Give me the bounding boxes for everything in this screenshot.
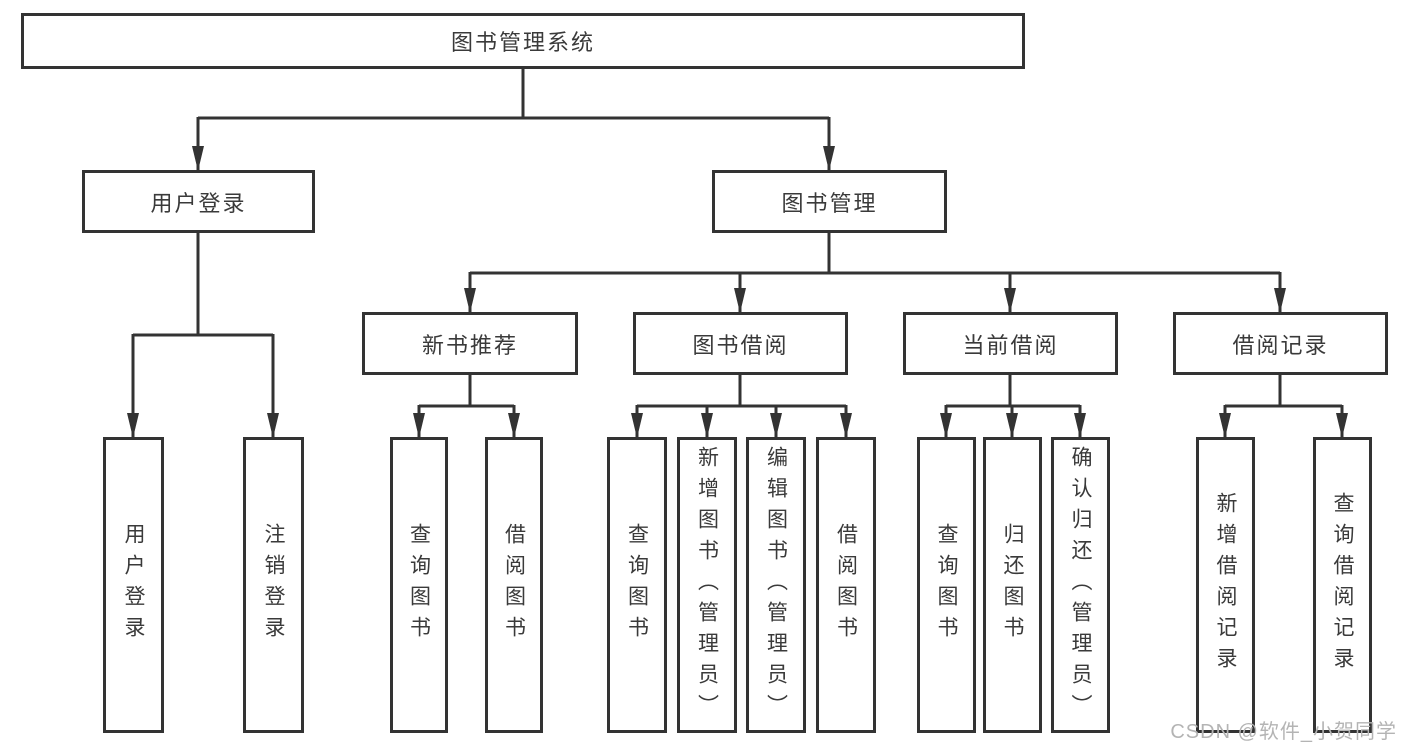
- node-label: 借阅记录: [1232, 332, 1329, 358]
- leaf-label: 新增借阅记录: [1214, 492, 1237, 678]
- node-current-borrowing: 当前借阅: [903, 312, 1118, 375]
- leaf-confirm-return-admin: 确认归还（管理员）: [1051, 437, 1110, 733]
- node-new-book-recommendation: 新书推荐: [362, 312, 578, 375]
- node-label: 新书推荐: [421, 332, 518, 358]
- leaf-label: 查询图书: [935, 523, 958, 647]
- leaf-add-borrow-record: 新增借阅记录: [1196, 437, 1255, 733]
- leaf-borrow-books-borrowing: 借阅图书: [816, 437, 876, 733]
- node-book-borrowing: 图书借阅: [633, 312, 848, 375]
- leaf-label: 编辑图书（管理员）: [764, 445, 788, 725]
- connector-lines: [127, 69, 1348, 438]
- leaf-query-books-borrowing: 查询图书: [607, 437, 667, 733]
- leaf-label: 确认归还（管理员）: [1069, 445, 1092, 725]
- leaf-label: 查询图书: [625, 523, 649, 647]
- node-borrowing-records: 借阅记录: [1173, 312, 1388, 375]
- leaf-user-login: 用户登录: [103, 437, 164, 733]
- leaf-add-book-admin: 新增图书（管理员）: [677, 437, 737, 733]
- leaf-label: 借阅图书: [834, 523, 858, 647]
- leaf-label: 用户登录: [122, 523, 145, 647]
- leaf-label: 查询图书: [407, 523, 431, 647]
- leaf-return-book: 归还图书: [983, 437, 1042, 733]
- leaf-label: 查询借阅记录: [1331, 492, 1354, 678]
- node-library-management-system: 图书管理系统: [21, 13, 1025, 69]
- node-book-management: 图书管理: [712, 170, 947, 233]
- leaf-label: 注销登录: [262, 523, 285, 647]
- node-label: 图书管理系统: [450, 30, 595, 55]
- leaf-logout: 注销登录: [243, 437, 304, 733]
- leaf-borrow-books-recommend: 借阅图书: [485, 437, 543, 733]
- node-label: 当前借阅: [962, 332, 1059, 358]
- leaf-query-borrow-record: 查询借阅记录: [1313, 437, 1372, 733]
- leaf-query-books-recommend: 查询图书: [390, 437, 448, 733]
- node-label: 用户登录: [150, 190, 247, 216]
- node-label: 图书借阅: [692, 332, 789, 358]
- watermark-text: CSDN @软件_小贺同学: [1170, 721, 1397, 743]
- leaf-label: 归还图书: [1001, 523, 1024, 647]
- leaf-edit-book-admin: 编辑图书（管理员）: [746, 437, 806, 733]
- node-user-login: 用户登录: [82, 170, 315, 233]
- leaf-label: 新增图书（管理员）: [695, 445, 719, 725]
- leaf-label: 借阅图书: [502, 523, 526, 647]
- leaf-query-books-current: 查询图书: [917, 437, 976, 733]
- node-label: 图书管理: [781, 190, 878, 216]
